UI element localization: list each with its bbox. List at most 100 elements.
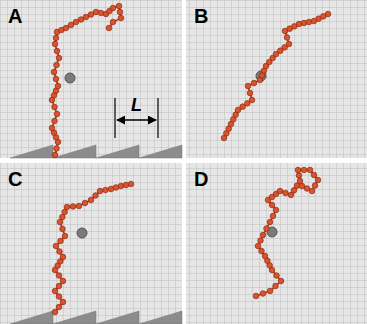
panel-letter: C xyxy=(8,169,22,189)
grey-sphere xyxy=(65,73,75,83)
chain-bead xyxy=(251,80,257,86)
chain-bead xyxy=(60,278,66,284)
chain-bead xyxy=(97,188,103,194)
chain-bead xyxy=(270,213,276,219)
chain-bead xyxy=(52,288,58,294)
chain-bead xyxy=(106,25,112,31)
chain-bead xyxy=(52,118,58,124)
chain-bead xyxy=(56,304,62,310)
sawtooth-tooth xyxy=(10,311,53,324)
chain-backbone xyxy=(55,184,131,312)
chain-bead xyxy=(56,55,62,61)
panel-letter: B xyxy=(194,6,208,26)
sawtooth-tooth xyxy=(139,145,182,158)
chain-bead xyxy=(68,22,74,28)
chain-bead xyxy=(63,25,69,31)
chain-bead xyxy=(262,253,268,259)
chain-bead xyxy=(117,9,123,15)
chain-bead xyxy=(296,173,302,179)
chain-bead xyxy=(52,41,58,47)
chain-bead xyxy=(116,3,122,9)
panel-background xyxy=(186,163,367,324)
chain-bead xyxy=(128,181,134,187)
chain-bead xyxy=(267,288,273,294)
chain-bead xyxy=(301,167,307,173)
chain-bead xyxy=(53,243,59,249)
chain-bead xyxy=(60,254,66,260)
chain-bead xyxy=(56,294,62,300)
chain-bead xyxy=(123,182,129,188)
sawtooth-tooth xyxy=(53,311,96,324)
chain-bead xyxy=(64,204,70,210)
sawtooth-tooth xyxy=(53,145,96,158)
dimension-label: L xyxy=(129,96,144,114)
dimension-line xyxy=(157,98,158,138)
chain-bead xyxy=(311,172,317,178)
chain-bead xyxy=(260,232,266,238)
chain-bead xyxy=(60,226,66,232)
chain-bead xyxy=(53,35,59,41)
chain-bead xyxy=(325,11,331,17)
chain-bead xyxy=(299,183,305,189)
chain-bead xyxy=(259,248,265,254)
chain-bead xyxy=(103,187,109,193)
panel-background xyxy=(0,0,182,158)
chain-bead xyxy=(247,90,253,96)
chain-bead xyxy=(296,21,302,27)
dimension-line xyxy=(114,98,115,138)
chain-bead xyxy=(269,202,275,208)
chain-bead xyxy=(55,83,61,89)
chain-bead xyxy=(286,41,292,47)
panel-letter: D xyxy=(194,169,208,189)
chain-bead xyxy=(54,146,60,152)
chain-bead xyxy=(58,238,64,244)
sawtooth-wall xyxy=(10,145,182,324)
chain-bead xyxy=(110,19,116,25)
sawtooth-tooth xyxy=(139,311,182,324)
sawtooth-tooth xyxy=(96,145,139,158)
chain-bead xyxy=(283,190,289,196)
chain-bead xyxy=(312,183,318,189)
chain-backbone xyxy=(256,170,318,296)
chain-bead xyxy=(49,125,55,131)
chain-bead xyxy=(277,188,283,194)
chain-bead xyxy=(249,97,255,103)
chain-bead xyxy=(52,152,58,158)
chain-bead xyxy=(51,69,57,75)
chain-backbone xyxy=(224,14,328,138)
chain-bead xyxy=(98,10,104,16)
chain-bead xyxy=(255,243,261,249)
chain-bead xyxy=(110,5,116,11)
chain-bead xyxy=(60,299,66,305)
chain-bead xyxy=(273,283,279,289)
panel-background xyxy=(186,0,367,158)
chain-bead xyxy=(118,183,124,189)
chain-bead xyxy=(315,177,321,183)
chain-bead xyxy=(56,283,62,289)
chain-bead xyxy=(54,48,60,54)
chain-bead xyxy=(57,249,63,255)
panel-background xyxy=(0,163,182,324)
sawtooth-tooth xyxy=(96,311,139,324)
chain-bead xyxy=(253,293,259,299)
chain-bead xyxy=(93,9,99,15)
chain-bead xyxy=(273,207,279,213)
chain-bead xyxy=(260,291,266,297)
sawtooth-tooth xyxy=(10,145,53,158)
chain-bead xyxy=(295,167,301,173)
chain-bead xyxy=(53,76,59,82)
chain-bead xyxy=(267,219,273,225)
chain-bead xyxy=(284,35,290,41)
chain-bead xyxy=(306,19,312,25)
chain-bead xyxy=(54,111,60,117)
chain-bead xyxy=(258,238,264,244)
chain-bead xyxy=(245,83,251,89)
chain-bead xyxy=(278,278,284,284)
chain-bead xyxy=(307,167,313,173)
dimension-arrow xyxy=(117,119,156,121)
chain-bead xyxy=(88,197,94,203)
panel-letter: A xyxy=(8,6,22,26)
chain-backbone xyxy=(52,6,121,155)
chain-bead xyxy=(264,226,270,232)
